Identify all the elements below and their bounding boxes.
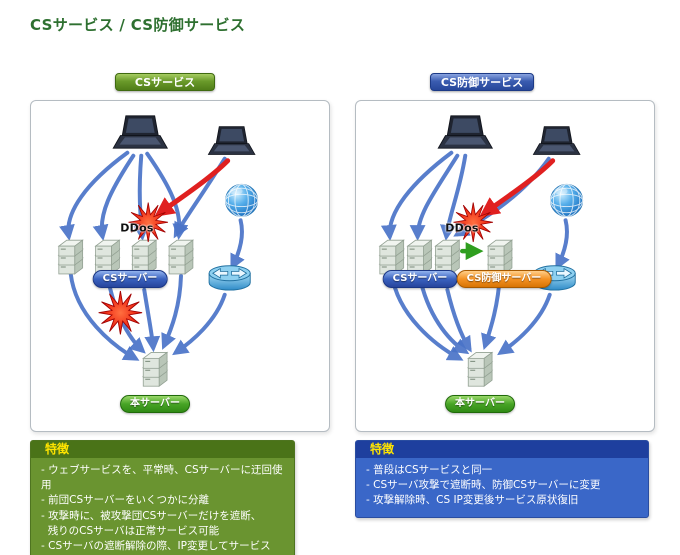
cs-defense-features-box: 特徴 - 普段はCSサービスと同一 - CSサーバ攻撃で遮断時、防御CSサーバー… (355, 440, 649, 518)
main-server-label: 本サーバー (445, 395, 515, 413)
defense-server-icon (487, 239, 513, 275)
defense-server-label: CS防御サーバー (456, 270, 552, 288)
cs-server-icon (95, 239, 120, 275)
features-header: 特徴 (356, 441, 648, 458)
attacker-laptop-icon (532, 126, 581, 155)
ddos-label: DDos (445, 221, 479, 235)
client-laptop-icon (437, 115, 493, 149)
features-title: 特徴 (370, 442, 395, 456)
main-server-icon (467, 351, 493, 387)
cs-service-diagram (58, 115, 259, 387)
cs-server-label: CSサーバー (92, 270, 168, 288)
cs-defense-diagram (379, 115, 584, 387)
client-laptop-icon (112, 115, 168, 149)
features-list: - ウェブサービスを、平常時、CSサーバーに迂回使用 - 前団CSサーバーをいく… (41, 464, 283, 553)
page-title: CSサービス / CS防御サービス (30, 16, 246, 34)
cs-service-features-box: 特徴 - ウェブサービスを、平常時、CSサーバーに迂回使用 - 前団CSサーバー… (30, 440, 295, 555)
cs-server-icon (407, 239, 432, 275)
attacker-laptop-icon (207, 126, 256, 155)
cs-server-icon (58, 239, 84, 275)
cs-server-icon (434, 239, 460, 275)
main-server-label: 本サーバー (120, 395, 190, 413)
main-server-icon (142, 351, 168, 387)
traffic-arrows-bottom (68, 271, 227, 361)
blocked-burst-icon (98, 290, 143, 335)
router-icon (208, 265, 251, 291)
globe-to-router-arrow (555, 218, 570, 271)
features-list: - 普段はCSサービスと同一 - CSサーバ攻撃で遮断時、防御CSサーバーに変更… (366, 464, 601, 507)
features-header: 特徴 (31, 441, 294, 458)
features-title: 特徴 (45, 442, 70, 456)
cs-server-icon (379, 239, 405, 275)
ddos-attack-arrow (154, 158, 231, 217)
internet-globe-icon (550, 183, 584, 217)
cs-service-panel: DDos CSサーバー 本サーバー (30, 100, 330, 432)
cs-defense-panel: DDos CSサーバー CS防御サーバー 本サーバー (355, 100, 655, 432)
ddos-label: DDos (120, 221, 154, 235)
globe-to-router-arrow (230, 218, 245, 271)
cs-service-badge: CSサービス (115, 73, 215, 91)
ddos-attack-arrow (479, 158, 556, 217)
cs-server-icon (168, 239, 194, 275)
cs-server-label: CSサーバー (382, 270, 458, 288)
cs-defense-badge: CS防御サービス (430, 73, 534, 91)
internet-globe-icon (225, 183, 259, 217)
cs-server-icon (131, 239, 157, 275)
